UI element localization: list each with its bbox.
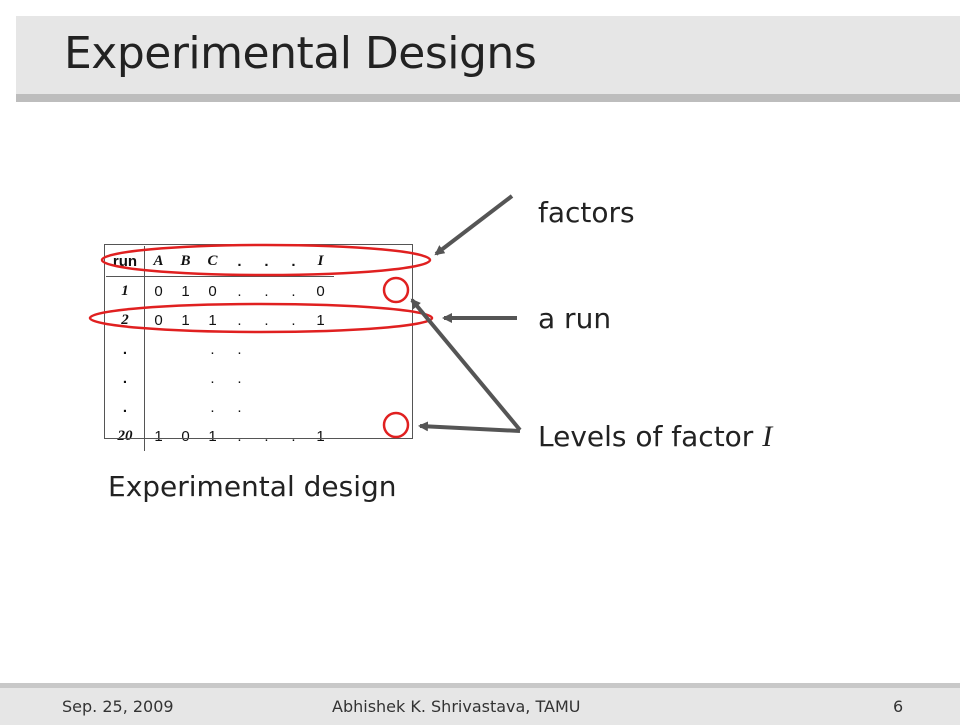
table-cell: . [237, 312, 242, 329]
table-cell: 0 [181, 428, 190, 445]
label-experimental-design: Experimental design [108, 470, 397, 503]
table-cell: 1 [316, 428, 325, 445]
level-last-run-circle [382, 411, 410, 439]
table-cell: . [264, 312, 269, 329]
table-row: . . . [106, 393, 334, 422]
table-cell: 0 [316, 283, 325, 300]
table-cell: 0 [154, 312, 163, 329]
run-number: . [106, 364, 145, 393]
run-number: . [106, 335, 145, 364]
factors-highlight-ellipse [100, 243, 432, 277]
footer-author: Abhishek K. Shrivastava, TAMU [332, 697, 581, 716]
table-cell: . [237, 370, 242, 387]
label-levels-text: Levels of factor [538, 420, 754, 453]
table-cell: 1 [154, 428, 163, 445]
footer-page-number: 6 [893, 697, 904, 716]
slide-footer: Sep. 25, 2009 Abhishek K. Shrivastava, T… [0, 683, 960, 725]
table-row: 1 0 1 0 . . . 0 [106, 276, 334, 306]
label-factors: factors [538, 196, 635, 229]
header-factor-i: I [307, 246, 334, 277]
table-cell: . [237, 341, 242, 358]
label-levels-variable: I [762, 420, 773, 453]
footer-date: Sep. 25, 2009 [62, 697, 174, 716]
table-row: . . . [106, 364, 334, 393]
header-factor-c: C [199, 246, 226, 277]
run-number: 1 [106, 276, 145, 306]
label-a-run: a run [538, 302, 612, 335]
table-cell: 0 [208, 283, 217, 300]
table-row: 2 0 1 1 . . . 1 [106, 306, 334, 335]
table-cell: . [264, 283, 269, 300]
table-cell: . [237, 283, 242, 300]
label-levels-of-factor: Levels of factor I [538, 420, 772, 454]
table-cell: 1 [181, 283, 190, 300]
slide-title: Experimental Designs [64, 28, 537, 79]
factors-arrow [434, 194, 514, 256]
title-band [16, 16, 960, 102]
levels-arrow-upper [410, 298, 522, 432]
table-cell: . [264, 428, 269, 445]
level-first-run-circle [382, 276, 410, 304]
levels-arrow-lower [418, 421, 521, 433]
table-row: 20 1 0 1 . . . 1 [106, 422, 334, 451]
table-cell: . [237, 428, 242, 445]
table-cell: . [237, 399, 242, 416]
table-cell: 1 [181, 312, 190, 329]
table-cell: . [291, 428, 296, 445]
table-row: . . . [106, 335, 334, 364]
table-cell: . [291, 312, 296, 329]
table-cell: . [210, 399, 215, 416]
run-highlight-ellipse [88, 302, 434, 334]
table-cell: . [291, 283, 296, 300]
run-number: 20 [106, 422, 145, 451]
table-cell: . [210, 341, 215, 358]
table-cell: . [210, 370, 215, 387]
table-cell: 1 [208, 428, 217, 445]
table-cell: 1 [208, 312, 217, 329]
table-cell: 1 [316, 312, 325, 329]
table-cell: 0 [154, 283, 163, 300]
run-number: . [106, 393, 145, 422]
